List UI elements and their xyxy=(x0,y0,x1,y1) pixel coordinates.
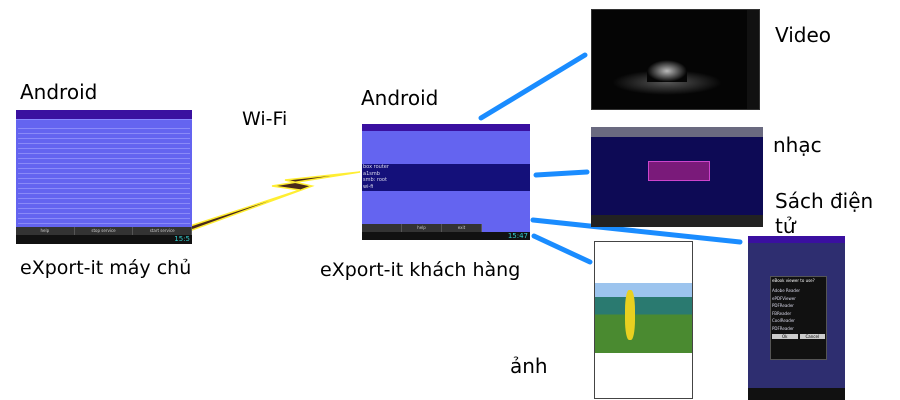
wifi-bolt xyxy=(188,171,361,231)
ebook-label: Sách điện tử xyxy=(775,189,874,238)
clock: 15:5 xyxy=(174,235,190,243)
list-item[interactable]: wi-fi xyxy=(363,183,374,190)
viewer-option[interactable]: ePDFViewer xyxy=(772,295,796,301)
client-label: eXport-it khách hàng xyxy=(320,259,521,281)
list-item[interactable]: box router xyxy=(363,164,389,170)
viewer-option[interactable]: FBReader xyxy=(772,310,792,316)
music-label: nhạc xyxy=(773,133,822,157)
dialog-title: eBook viewer to use? xyxy=(772,278,815,283)
client-os-label: Android xyxy=(361,86,439,110)
connector-photo xyxy=(531,233,593,265)
help-button[interactable]: help xyxy=(16,227,75,235)
connector-ebook xyxy=(530,217,743,245)
ebook-screenshot: eBook viewer to use? Adobe Reader ePDFVi… xyxy=(748,236,845,400)
list-item[interactable]: smb: root xyxy=(363,177,387,183)
music-screenshot xyxy=(591,127,763,227)
connector-video xyxy=(478,52,588,121)
help-button[interactable]: help xyxy=(402,224,442,232)
photo-label: ảnh xyxy=(510,354,548,378)
video-label: Video xyxy=(775,23,832,47)
viewer-option[interactable]: CoolReader xyxy=(772,318,795,323)
viewer-option[interactable]: PDFReader xyxy=(772,303,794,308)
viewer-option[interactable]: Adobe Reader xyxy=(772,288,801,293)
client-screenshot: box router a1smb smb: root wi-fi help ex… xyxy=(362,124,530,240)
photo-screenshot xyxy=(594,241,693,399)
clock: 15:47 xyxy=(507,232,528,240)
start-service-button[interactable]: start service xyxy=(133,227,192,235)
exit-button[interactable]: exit xyxy=(442,224,482,232)
connector-music xyxy=(533,169,590,178)
video-screenshot xyxy=(591,9,760,110)
cancel-button[interactable]: Cancel xyxy=(799,334,825,339)
ok-button[interactable]: Ok xyxy=(772,334,798,339)
viewer-option[interactable]: PDFReader xyxy=(772,325,794,331)
wifi-label: Wi-Fi xyxy=(242,108,288,130)
server-label: eXport-it máy chủ xyxy=(20,257,192,279)
stop-service-button[interactable]: stop service xyxy=(75,227,134,235)
ebook-viewer-dialog: eBook viewer to use? Adobe Reader ePDFVi… xyxy=(770,276,827,360)
list-item[interactable]: a1smb xyxy=(363,170,380,177)
server-screenshot: help stop service start service 15:5 xyxy=(16,110,192,244)
server-buttons: help stop service start service xyxy=(16,227,192,235)
server-os-label: Android xyxy=(20,80,98,104)
